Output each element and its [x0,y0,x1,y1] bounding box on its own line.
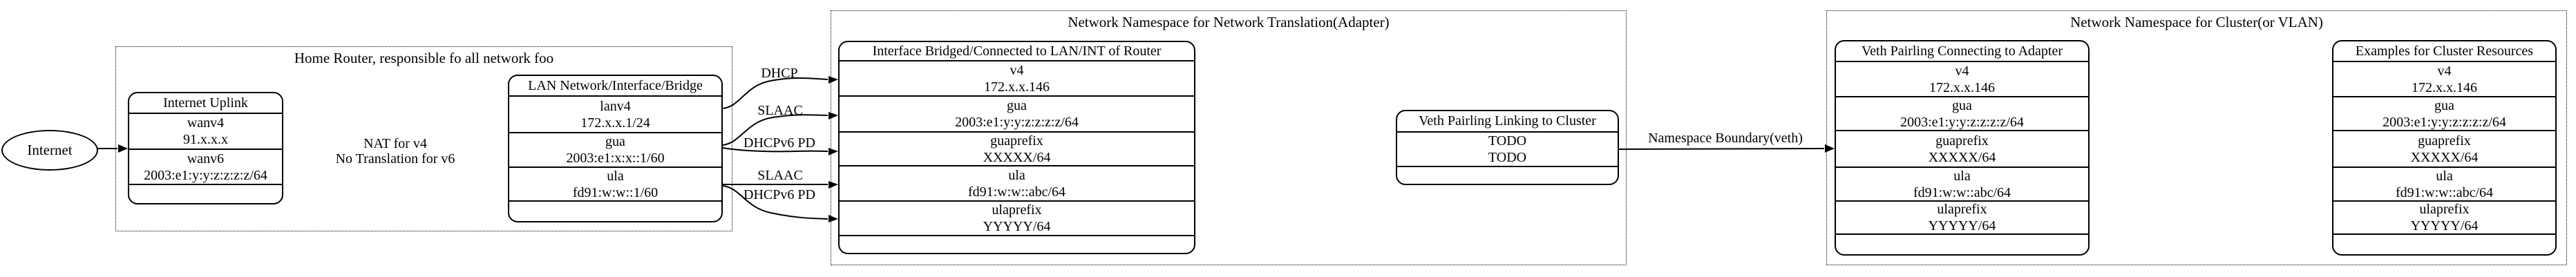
row-name: guaprefix [990,133,1043,149]
node-veth-linking: Veth Pairling Linking to Cluster TODO TO… [1396,110,1619,185]
edge-label-dhcpv6-pd-gua: DHCPv6 PD [744,135,815,151]
node-interface-bridged-title: Interface Bridged/Connected to LAN/INT o… [872,43,1162,59]
node-cluster-examples-title: Examples for Cluster Resources [2355,43,2534,59]
empty-row [2333,233,2555,254]
edge-label-slaac-ula: SLAAC [757,168,803,183]
row-value: 2003:e1:y:y:z:z:z:z/64 [2383,114,2506,130]
node-internet-uplink: Internet Uplink wanv4 91.x.x.x wanv6 200… [128,92,283,204]
row-name: gua [1007,98,1027,113]
row-name: gua [605,134,625,149]
uplink-row-wanv4: wanv4 91.x.x.x [129,113,282,149]
row-name: v4 [1955,63,1969,79]
row-name: wanv6 [187,151,225,166]
lan-row-lanv4: lanv4 172.x.x.1/24 [509,95,721,132]
node-veth-connecting-title: Veth Pairling Connecting to Adapter [1861,43,2063,59]
row-value: 91.x.x.x [183,132,228,147]
iface-row-guaprefix: guaprefix XXXXX/64 [840,131,1194,165]
empty-row [509,200,721,221]
row-name: v4 [2437,63,2452,79]
row-name: lanv4 [600,98,631,114]
row-value: 2003:e1:y:y:z:z:z:z/64 [144,167,267,183]
row-value: 172.x.x.1/24 [580,115,650,131]
row-value: YYYYY/64 [983,219,1051,234]
row-name: gua [2434,97,2454,113]
row-value: XXXXX/64 [1928,149,1996,165]
row-name: ula [607,168,624,184]
edge-label-nat: NAT for v4 No Translation for v6 [336,136,455,166]
iface-row-gua: gua 2003:e1:y:y:z:z:z:z/64 [840,95,1194,131]
row-value: YYYYY/64 [1928,218,1996,233]
cluster-nat-namespace: Network Namespace for Network Translatio… [831,10,1627,265]
row-value: fd91:w:w::1/60 [572,184,659,200]
cluster-vlan-namespace: Network Namespace for Cluster(or VLAN) [1826,10,2567,265]
row-value: 2003:e1:x:x::1/60 [566,151,665,166]
row-value: fd91:w:w::abc/64 [1913,184,2011,200]
veth-conn-row-ula: ula fd91:w:w::abc/64 [1836,166,2088,200]
edge-label-slaac-gua: SLAAC [757,103,803,118]
empty-row [1836,233,2088,254]
row-name: guaprefix [2418,133,2471,149]
row-name: ula [2436,168,2453,184]
lan-row-gua: gua 2003:e1:x:x::1/60 [509,132,721,166]
row-name: ulaprefix [2419,202,2470,217]
row-name: ulaprefix [1937,202,1987,217]
row-value: 172.x.x.146 [2412,79,2477,95]
node-internet-uplink-title: Internet Uplink [163,95,248,111]
edge-label-nat-line1: NAT for v4 [363,136,427,151]
uplink-row-wanv6: wanv6 2003:e1:y:y:z:z:z:z/64 [129,149,282,184]
lan-row-ula: ula fd91:w:w::1/60 [509,166,721,200]
row-name: TODO [1488,133,1527,149]
node-veth-linking-title: Veth Pairling Linking to Cluster [1419,113,1596,128]
row-name: wanv4 [187,115,225,131]
empty-row [1397,166,1618,184]
cluster-home-router-title: Home Router, responsible fo all network … [294,50,554,66]
row-name: gua [1952,97,1972,113]
row-value: 2003:e1:y:y:z:z:z:z/64 [1900,114,2024,130]
examples-row-gua: gua 2003:e1:y:y:z:z:z:z/64 [2333,96,2555,130]
row-name: ula [1008,167,1025,183]
veth-conn-row-v4: v4 172.x.x.146 [1836,61,2088,96]
empty-row [129,184,282,203]
examples-row-v4: v4 172.x.x.146 [2333,61,2555,96]
row-name: ula [1953,168,1971,184]
veth-conn-row-gua: gua 2003:e1:y:y:z:z:z:z/64 [1836,96,2088,130]
iface-row-ula: ula fd91:w:w::abc/64 [840,165,1194,200]
node-lan-bridge: LAN Network/Interface/Bridge lanv4 172.x… [508,75,723,222]
edge-label-dhcpv6-pd-ula: DHCPv6 PD [744,187,815,202]
edge-label-nat-line2: No Translation for v6 [335,151,455,166]
row-name: v4 [1010,62,1024,78]
row-value: TODO [1488,150,1527,165]
examples-row-ulaprefix: ulaprefix YYYYY/64 [2333,200,2555,233]
node-cluster-examples: Examples for Cluster Resources v4 172.x.… [2332,40,2557,256]
node-internet-label: Internet [27,142,73,158]
cluster-home-router: Home Router, responsible fo all network … [115,46,732,231]
edge-label-dhcp: DHCP [761,66,798,81]
node-interface-bridged: Interface Bridged/Connected to LAN/INT o… [838,41,1195,254]
iface-row-v4: v4 172.x.x.146 [840,60,1194,95]
row-name: guaprefix [1935,133,1989,149]
row-value: fd91:w:w::abc/64 [967,184,1066,200]
row-name: ulaprefix [992,202,1042,218]
veth-linking-row-todo: TODO TODO [1397,131,1618,166]
veth-conn-row-ulaprefix: ulaprefix YYYYY/64 [1836,200,2088,233]
node-lan-bridge-title: LAN Network/Interface/Bridge [528,77,703,93]
node-veth-connecting: Veth Pairling Connecting to Adapter v4 1… [1835,40,2090,256]
node-internet: Internet [1,130,98,171]
row-value: YYYYY/64 [2410,218,2479,233]
iface-row-ulaprefix: ulaprefix YYYYY/64 [840,200,1194,235]
row-value: fd91:w:w::abc/64 [2395,184,2494,200]
examples-row-guaprefix: guaprefix XXXXX/64 [2333,130,2555,166]
cluster-vlan-namespace-title: Network Namespace for Cluster(or VLAN) [2070,14,2323,30]
cluster-nat-namespace-title: Network Namespace for Network Translatio… [1068,14,1390,30]
row-value: 172.x.x.146 [1929,79,1995,95]
row-value: 172.x.x.146 [984,79,1050,95]
examples-row-ula: ula fd91:w:w::abc/64 [2333,166,2555,200]
row-value: XXXXX/64 [983,149,1051,165]
row-value: 2003:e1:y:y:z:z:z:z/64 [955,115,1079,130]
veth-conn-row-guaprefix: guaprefix XXXXX/64 [1836,130,2088,166]
empty-row [840,235,1194,253]
row-value: XXXXX/64 [2410,149,2479,165]
edge-label-namespace-boundary: Namespace Boundary(veth) [1648,131,1803,146]
